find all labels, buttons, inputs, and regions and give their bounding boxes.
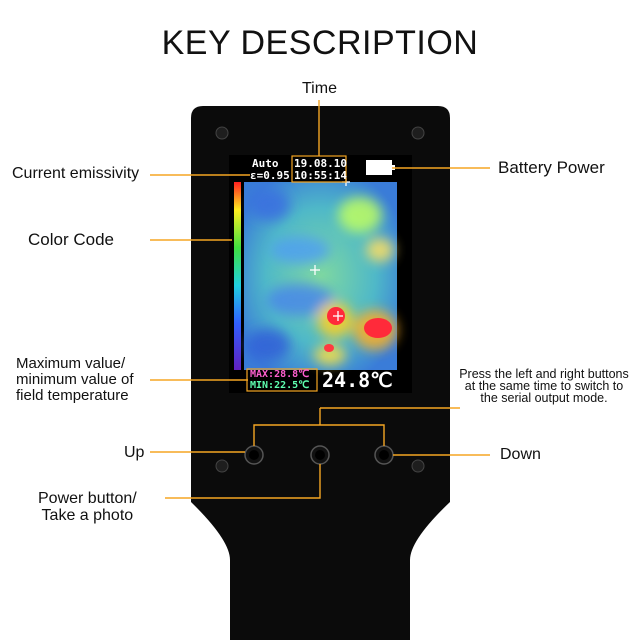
note-line: Press the left and right buttons — [459, 367, 629, 381]
power-button[interactable] — [310, 445, 330, 465]
screw-icon — [215, 126, 425, 473]
color-scale-bar — [234, 182, 241, 370]
screen-center-temp: 24.8℃ — [322, 368, 393, 392]
down-button[interactable] — [374, 445, 394, 465]
leader-lines — [150, 100, 490, 499]
label-max-min-line: Maximum value/ — [16, 355, 126, 372]
note-line: at the same time to switch to — [464, 379, 624, 393]
screen-max-temp: MAX:28.8℃ — [250, 369, 310, 380]
label-max-min: Maximum value/ minimum value of field te… — [16, 356, 134, 404]
screen-date: 19.08.10 — [294, 157, 347, 170]
label-power-button: Power button/ Take a photo — [38, 490, 137, 524]
label-up: Up — [124, 444, 145, 461]
label-color-code: Color Code — [28, 230, 114, 249]
note-line: the serial output mode. — [480, 391, 608, 405]
hot-spot — [324, 344, 334, 352]
label-current-emissivity: Current emissivity — [12, 165, 140, 182]
label-down: Down — [500, 446, 541, 463]
label-battery-power: Battery Power — [498, 158, 605, 177]
screen-mode: Auto — [252, 157, 279, 170]
label-time: Time — [302, 80, 337, 97]
page-title: KEY DESCRIPTION — [161, 24, 479, 62]
battery-icon — [366, 160, 395, 175]
hot-spot — [364, 318, 392, 338]
label-power-line: Power button/ — [38, 490, 137, 507]
label-serial-mode-note: Press the left and right buttons at the … — [455, 367, 633, 405]
screen-emissivity: ε=0.95 — [250, 169, 290, 182]
label-power-line: Take a photo — [41, 507, 134, 524]
screen-min-temp: MIN:22.5℃ — [250, 380, 310, 391]
screen-clock: 10:55:14 — [294, 169, 347, 182]
label-max-min-line: minimum value of — [16, 371, 134, 388]
label-max-min-line: field temperature — [16, 387, 129, 404]
up-button[interactable] — [244, 445, 264, 465]
